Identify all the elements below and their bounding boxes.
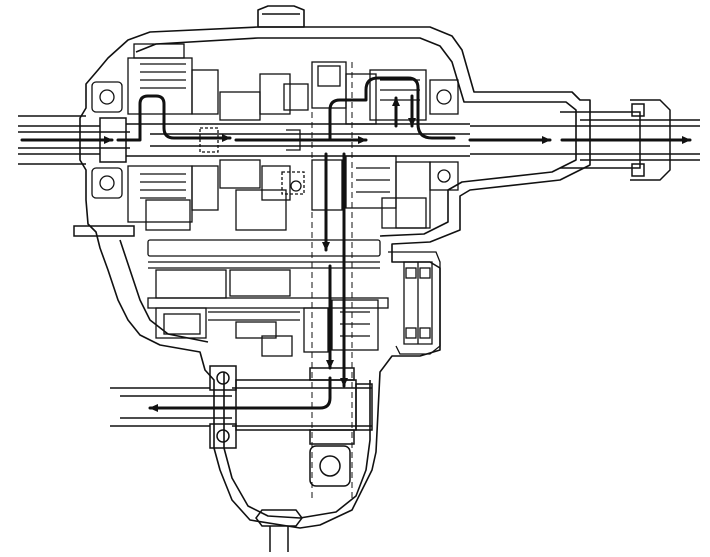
shift-motor-cover (388, 251, 441, 355)
input-gear-pack (91, 43, 219, 231)
rear-output-shaft (470, 99, 700, 181)
housing-outline (79, 5, 591, 529)
flow-arrow-sprocket-loop (328, 76, 456, 142)
power-flow-paths (20, 76, 692, 412)
drive-sprocket-pack (311, 61, 459, 229)
input-shaft (18, 115, 135, 237)
drain-plug (255, 509, 303, 552)
flow-arrow-front-output (148, 376, 332, 412)
chain-housing (147, 239, 389, 357)
range-shift-assembly (219, 73, 309, 231)
front-output-shaft (110, 365, 373, 487)
center-lines (311, 62, 353, 498)
flow-arrow-input-loop (116, 94, 232, 142)
